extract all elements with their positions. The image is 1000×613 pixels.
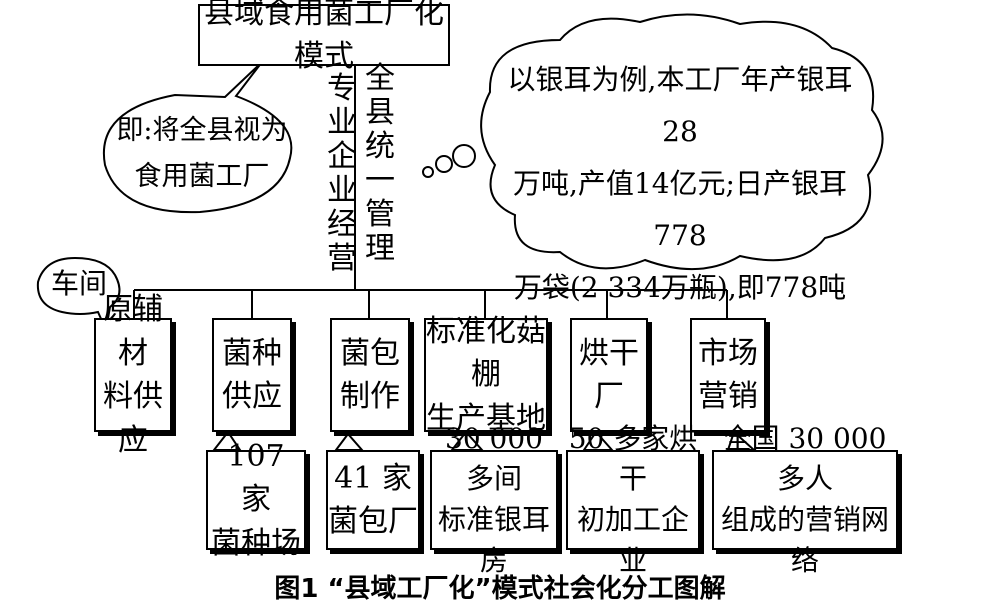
dept-drying-plant: 烘干厂 — [570, 318, 648, 432]
detail-tremella-rooms-line1: 30 000 多间 — [445, 421, 543, 496]
detail-drying-enterprises-line2: 初加工企业 — [576, 503, 689, 577]
detail-marketing-network: 全国 30 000 多人 组成的营销网络 — [712, 422, 898, 577]
detail-drying-enterprises-line1: 50 多家烘干 — [568, 421, 698, 496]
dept-greenhouse-base-line1: 标准化菇棚 — [426, 313, 546, 393]
dept-spawn-supply: 菌种 供应 — [212, 318, 292, 432]
dept-marketing-line2: 营销 — [698, 379, 758, 414]
dept-raw-materials-line1: 原辅材 — [103, 292, 163, 371]
dept-spawn-supply-line1: 菌种 — [222, 335, 282, 371]
thought-dot-small — [422, 166, 434, 178]
thought-line-2: 万吨,产值14亿元;日产银耳778 — [513, 167, 847, 252]
detail-tremella-rooms: 30 000 多间 标准银耳房 — [430, 422, 558, 577]
top-title-box: 县域食用菌工厂化模式 — [198, 0, 450, 74]
dept-marketing: 市场 营销 — [690, 318, 766, 432]
dept-raw-materials-line2: 料供应 — [103, 379, 163, 458]
workshop-bubble-shape — [36, 256, 121, 334]
vertical-label-right: 全县统一管理 — [365, 61, 395, 266]
thought-bubble: 以银耳为例,本工厂年产银耳28 万吨,产值14亿元;日产银耳778 万袋(2 3… — [500, 54, 860, 314]
dept-bag-making-line2: 制作 — [340, 379, 400, 414]
thought-line-3: 万袋(2 334万瓶),即778吨 — [513, 271, 847, 304]
figure-caption: 图1 “县域工厂化”模式社会化分工图解 — [274, 574, 726, 604]
detail-bag-factories-line1: 41 家 — [334, 460, 412, 496]
detail-tremella-rooms-line2: 标准银耳房 — [437, 503, 550, 577]
detail-spawn-farms-line1: 107 家 — [227, 438, 285, 518]
thought-cloud-shape — [480, 13, 884, 271]
speech-line-1: 即:将全县视为 — [116, 115, 288, 146]
speech-line-2: 食用菌工厂 — [134, 161, 270, 192]
dept-spawn-supply-line2: 供应 — [222, 379, 282, 414]
detail-marketing-network-line2: 组成的营销网络 — [720, 503, 889, 577]
dept-raw-materials: 原辅材 料供应 — [94, 292, 172, 458]
speech-bubble: 即:将全县视为 食用菌工厂 — [112, 108, 292, 200]
detail-drying-enterprises: 50 多家烘干 初加工企业 — [566, 422, 700, 577]
detail-bag-factories: 41 家 菌包厂 — [326, 450, 420, 550]
workshop-label: 车间 — [50, 267, 107, 300]
thought-line-1: 以银耳为例,本工厂年产银耳28 — [507, 63, 853, 148]
dept-greenhouse-base: 标准化菇棚 生产基地 — [424, 314, 548, 436]
dept-drying-plant-line1: 烘干厂 — [579, 335, 639, 415]
dept-bag-making-line1: 菌包 — [340, 335, 400, 371]
detail-marketing-network-line1: 全国 30 000 多人 — [723, 421, 887, 496]
top-title: 县域食用菌工厂化模式 — [204, 0, 444, 74]
speech-bubble-shape — [102, 61, 293, 214]
detail-spawn-farms-line2: 菌种场 — [211, 525, 301, 561]
detail-bag-factories-line2: 菌包厂 — [328, 504, 418, 539]
thought-dot-medium — [435, 155, 453, 173]
dept-marketing-line1: 市场 — [698, 335, 758, 371]
thought-dot-large — [452, 144, 476, 168]
dept-greenhouse-base-line2: 生产基地 — [426, 400, 546, 436]
vertical-label-left: 专业企业经营 — [327, 71, 357, 276]
dept-bag-making: 菌包 制作 — [330, 318, 410, 432]
detail-spawn-farms: 107 家 菌种场 — [206, 439, 306, 561]
